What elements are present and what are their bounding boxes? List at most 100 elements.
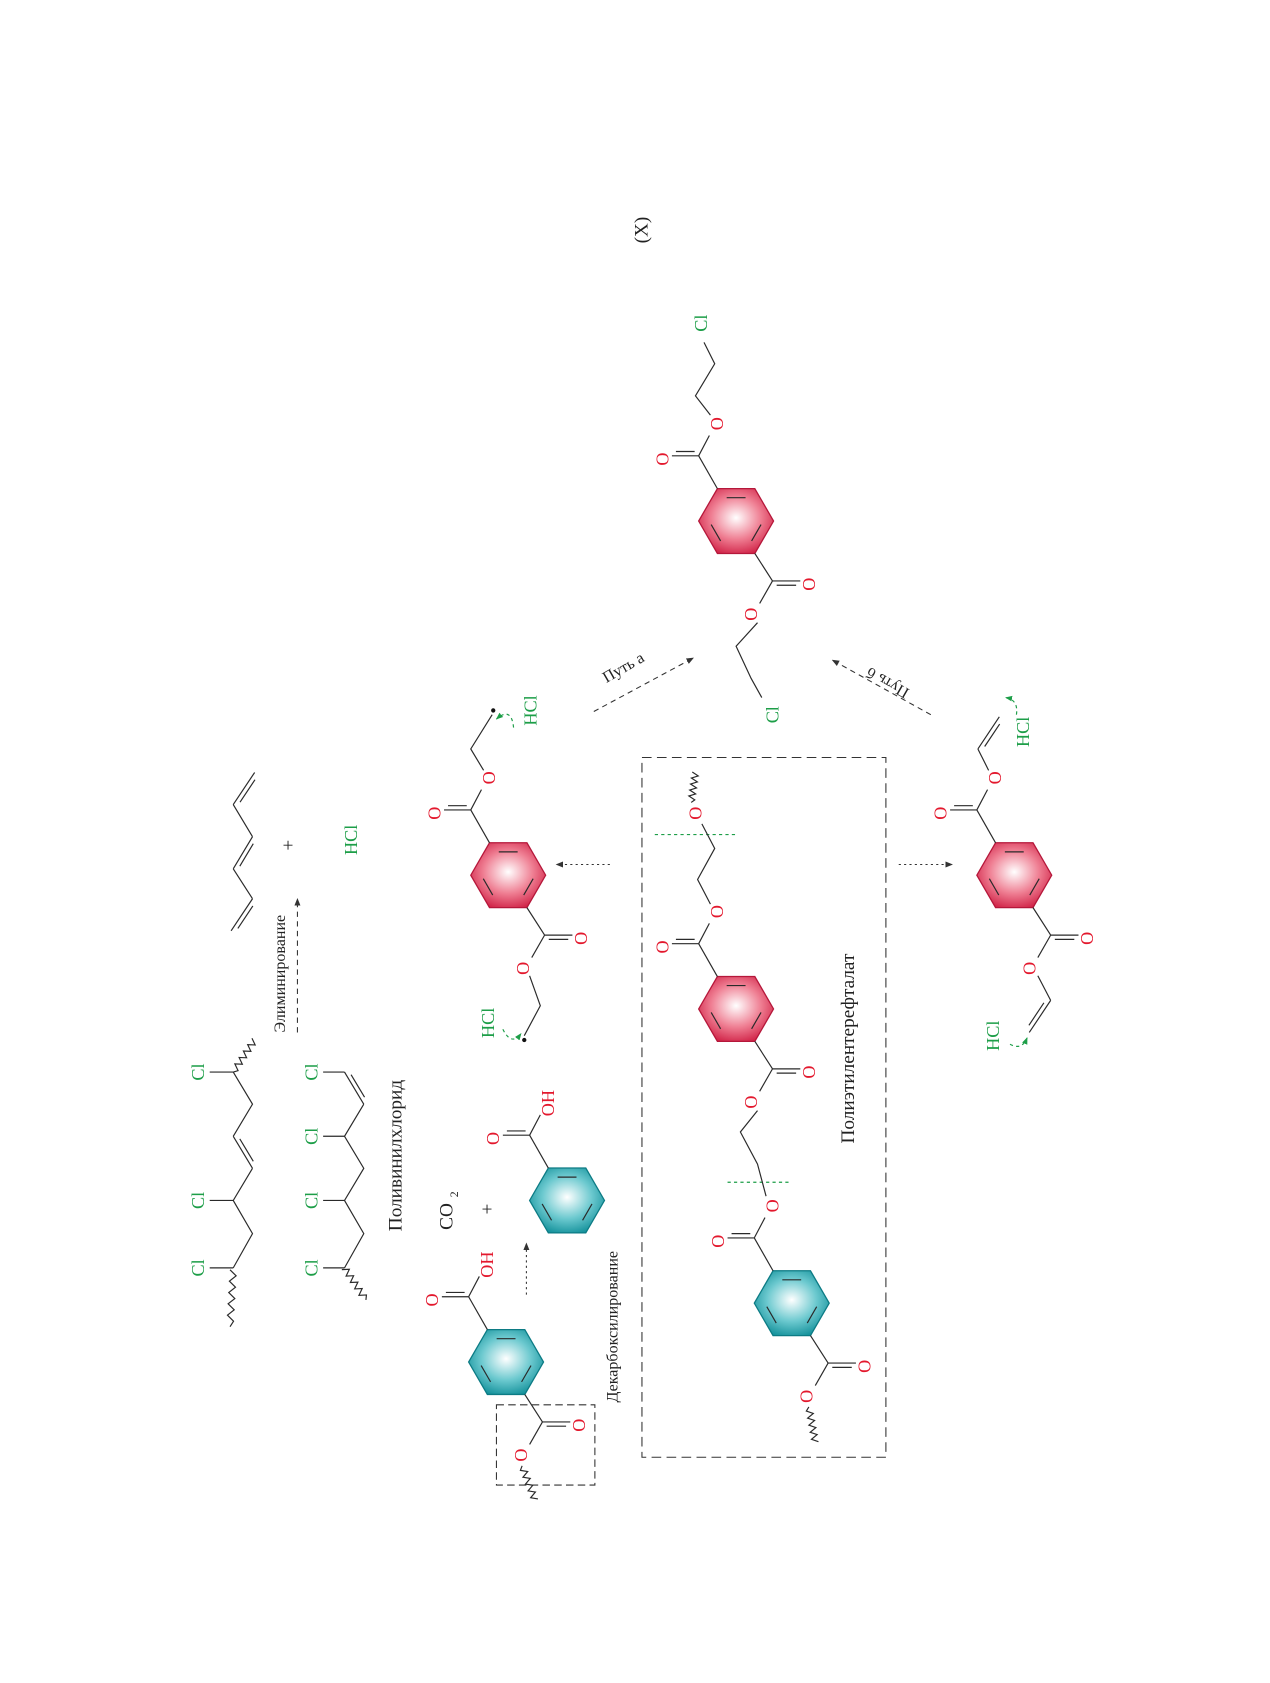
bond [529, 1114, 541, 1136]
bond [524, 1394, 543, 1423]
double-bond [232, 836, 254, 870]
polymer-chain-continuation [341, 1268, 368, 1301]
co2-formula: CO 2 [437, 1191, 461, 1230]
ester-oxygen: O [797, 1390, 817, 1403]
red-benzene-ring [697, 487, 775, 555]
decarboxylation-label: Декарбоксилирование [605, 1251, 622, 1403]
hcl-label: HCl [478, 1008, 498, 1038]
bond [531, 934, 546, 958]
bond [470, 714, 493, 771]
aromatic-bond [766, 1306, 777, 1324]
ester-oxygen: O [762, 1199, 782, 1212]
co2-subscript: 2 [448, 1191, 461, 1197]
bond [232, 1168, 254, 1269]
hcl-label: HCl [983, 1021, 1003, 1051]
aromatic-bond [710, 524, 722, 542]
carbonyl-oxygen: O [571, 932, 591, 945]
double-bond [239, 779, 256, 803]
carbonyl-oxygen: O [422, 1293, 442, 1306]
bond [523, 975, 541, 1036]
double-bond [1028, 1002, 1045, 1026]
double-bond [984, 723, 1001, 747]
ester-oxygen: O [707, 417, 727, 430]
bond [735, 622, 763, 698]
bond [232, 868, 253, 900]
double-bond [977, 716, 1000, 750]
carbonyl-oxygen: O [799, 1066, 819, 1079]
bond [529, 1134, 549, 1169]
ester-oxygen: O [685, 807, 705, 820]
double-bond [237, 905, 254, 929]
hcl-label: HCl [521, 695, 541, 725]
chlorine-atom: Cl [691, 315, 711, 332]
chlorine-atom: Cl [188, 1192, 208, 1209]
chlorine-atom: Cl [188, 1063, 208, 1080]
aromatic-bond [482, 878, 494, 896]
double-bond [232, 1135, 254, 1169]
bond [698, 435, 710, 457]
chlorine-atom: Cl [188, 1259, 208, 1276]
ester-oxygen: O [511, 1449, 531, 1462]
aromatic-bond [751, 524, 762, 542]
elimination-label: Элиминирование [272, 915, 289, 1033]
bond [977, 748, 990, 771]
aromatic-bond [480, 1365, 492, 1383]
red-benzene-ring [976, 842, 1053, 909]
electron-shift-arrow [1005, 695, 1018, 715]
ester-oxygen: O [741, 608, 761, 621]
ester-oxygen: O [479, 771, 499, 784]
red-benzene-ring [470, 842, 547, 909]
bond [470, 809, 491, 844]
teal-benzene-ring [753, 1270, 830, 1337]
ester-oxygen: O [513, 962, 533, 975]
electron-shift-arrow [502, 1029, 522, 1041]
carbonyl-oxygen: O [1077, 932, 1097, 945]
carbonyl-oxygen: O [569, 1419, 589, 1432]
aromatic-bond [582, 1203, 593, 1221]
carbonyl-oxygen: O [652, 940, 672, 953]
hcl-product: HCl [341, 825, 361, 855]
bond [1037, 934, 1052, 958]
chlorine-atom: Cl [301, 1063, 321, 1080]
double-bond [230, 898, 253, 932]
carbonyl-oxygen: O [708, 1235, 728, 1248]
aromatic-bond [806, 1306, 818, 1324]
double-bond [1028, 1000, 1052, 1033]
bond [976, 809, 997, 844]
polymer-chain-continuation [226, 1269, 238, 1328]
aromatic-bond [988, 878, 1000, 896]
carbonyl-oxygen: O [930, 807, 950, 820]
bond [529, 1421, 543, 1445]
chlorine-atom: Cl [301, 1192, 321, 1209]
bond [759, 580, 773, 604]
carbonyl-oxygen: O [483, 1132, 503, 1145]
bond [754, 553, 773, 582]
bond [809, 1335, 829, 1364]
bond [753, 1217, 766, 1239]
ester-oxygen: O [985, 771, 1005, 784]
polymer-chain-continuation [233, 1037, 257, 1073]
ester-group-box [495, 1404, 596, 1486]
bond [759, 1068, 773, 1092]
bond [526, 907, 546, 936]
aromatic-bond [541, 1203, 553, 1221]
aromatic-bond [751, 1012, 762, 1030]
carbonyl-oxygen: O [652, 452, 672, 465]
hydroxyl-group: OH [477, 1252, 497, 1278]
bond [754, 1041, 773, 1070]
chlorine-atom: Cl [762, 706, 782, 723]
polymer-chain-continuation [805, 1406, 819, 1443]
co2-text: CO [437, 1203, 458, 1230]
double-bond [239, 1138, 254, 1162]
ester-oxygen: O [1019, 962, 1039, 975]
chlorine-atom: Cl [301, 1128, 321, 1145]
polymer-chain-continuation [519, 1465, 539, 1500]
double-bond [350, 1074, 366, 1098]
bond [468, 1296, 488, 1330]
bond [468, 1276, 480, 1298]
teal-benzene-ring [528, 1167, 606, 1234]
electron-shift-arrow [495, 712, 515, 728]
carbonyl-oxygen: O [424, 807, 444, 820]
polymer-chain-continuation [687, 771, 700, 803]
